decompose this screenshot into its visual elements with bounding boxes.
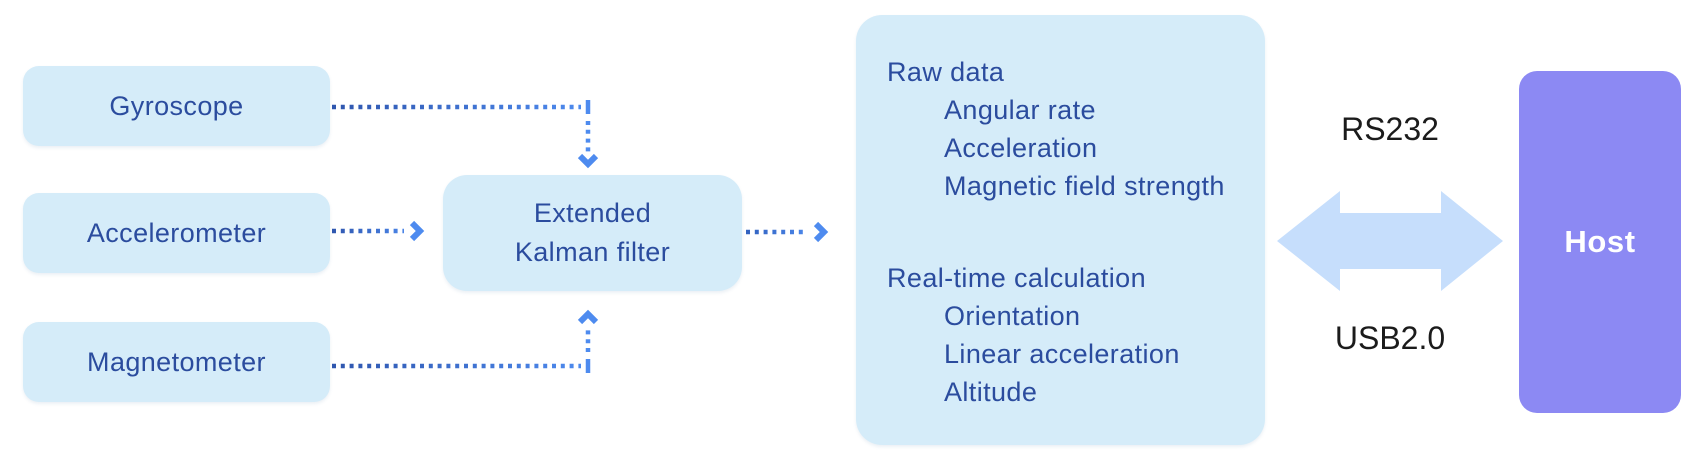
host-label: Host [1564, 224, 1636, 259]
raw-data-item: Acceleration [944, 133, 1098, 163]
gyroscope-label: Gyroscope [109, 90, 244, 121]
accelerometer-box: Accelerometer [23, 193, 330, 273]
usb-label: USB2.0 [1334, 320, 1446, 356]
realtime-section-title: Real-time calculation [887, 263, 1147, 293]
magnetometer-label: Magnetometer [87, 346, 266, 377]
chevron-up-icon [577, 309, 599, 325]
raw-data-section-title: Raw data [887, 57, 1005, 87]
filter-to-output-arrow [746, 221, 829, 243]
realtime-item: Altitude [944, 377, 1038, 407]
raw-data-item: Magnetic field strength [944, 171, 1225, 201]
accelerometer-to-filter-arrow [332, 220, 425, 242]
chevron-right-icon [409, 220, 425, 242]
magnetometer-to-filter-arrow [332, 309, 599, 373]
gyroscope-box: Gyroscope [23, 66, 330, 146]
realtime-item: Orientation [944, 301, 1081, 331]
output-data-box: Raw data Angular rate Acceleration Magne… [856, 15, 1265, 445]
raw-data-item: Angular rate [944, 95, 1096, 125]
kalman-filter-box: Extended Kalman filter [443, 175, 742, 291]
rs232-label: RS232 [1341, 111, 1439, 147]
chevron-down-icon [577, 153, 599, 169]
chevron-right-icon [813, 221, 829, 243]
kalman-filter-label-line2: Kalman filter [514, 237, 671, 267]
host-box: Host [1519, 71, 1681, 413]
magnetometer-box: Magnetometer [23, 322, 330, 402]
accelerometer-label: Accelerometer [86, 217, 267, 248]
realtime-item: Linear acceleration [944, 339, 1180, 369]
gyroscope-to-filter-arrow [332, 100, 599, 169]
bidirectional-arrow [1277, 191, 1503, 291]
kalman-filter-label-line1: Extended [533, 198, 652, 228]
